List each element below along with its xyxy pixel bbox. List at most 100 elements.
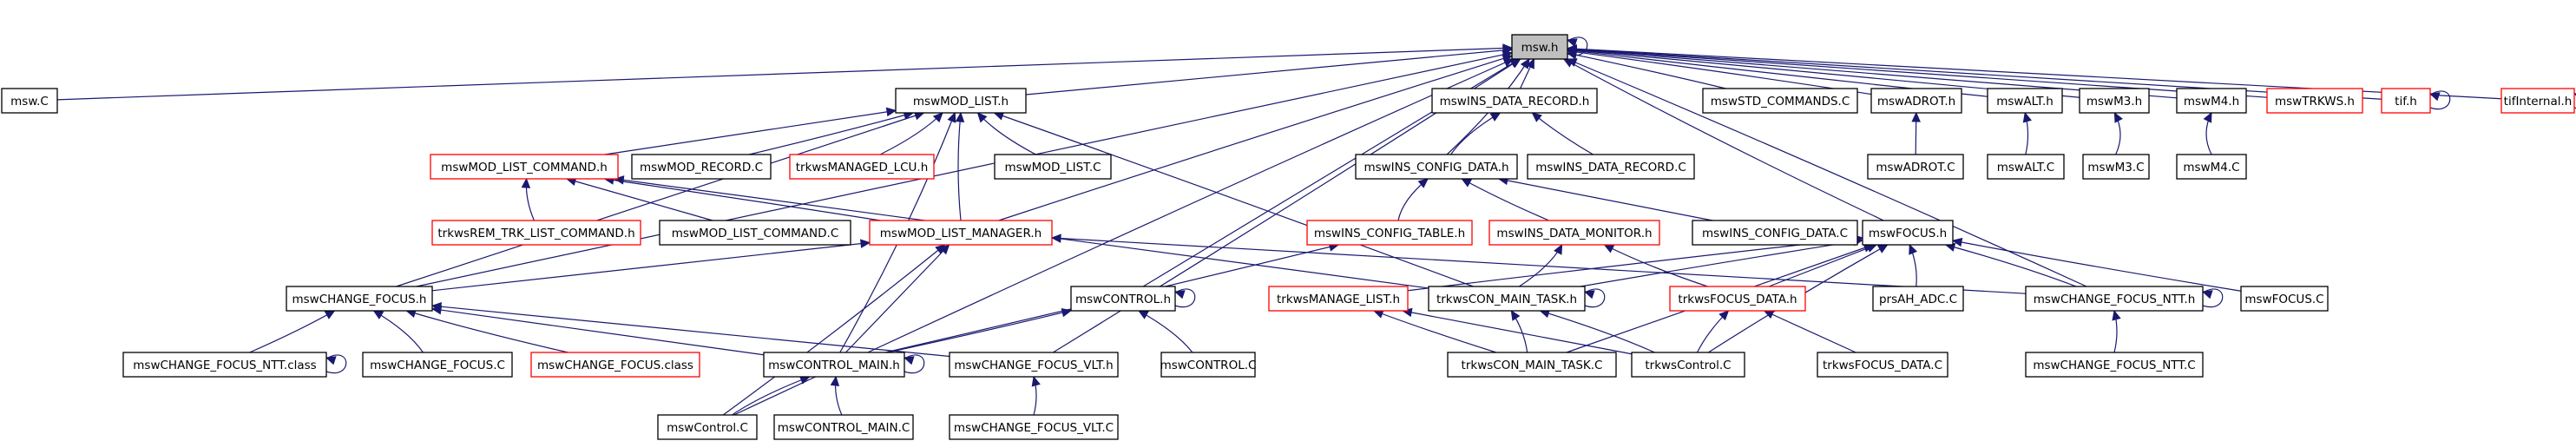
node-trkwsREM-TRK-LIST-COMMAND-h[interactable]: trkwsREM_TRK_LIST_COMMAND.h xyxy=(431,220,641,246)
node-mswADROT-C[interactable]: mswADROT.C xyxy=(1867,154,1964,180)
node-mswCONTROL-MAIN-h[interactable]: mswCONTROL_MAIN.h xyxy=(763,352,905,378)
node-box[interactable] xyxy=(895,88,1027,114)
node-mswCHANGE-FOCUS-NTT-h[interactable]: mswCHANGE_FOCUS_NTT.h xyxy=(2025,286,2204,312)
node-box[interactable] xyxy=(763,352,905,378)
node-trkwsFOCUS-DATA-C[interactable]: trkwsFOCUS_DATA.C xyxy=(1817,352,1948,378)
node-mswCONTROL-C[interactable]: mswCONTROL.C xyxy=(1160,352,1257,378)
node-box[interactable] xyxy=(1488,220,1660,246)
node-box[interactable] xyxy=(1987,154,2065,180)
node-box[interactable] xyxy=(1511,34,1568,60)
node-box[interactable] xyxy=(2025,352,2204,378)
node-mswCHANGE-FOCUS-VLT-C[interactable]: mswCHANGE_FOCUS_VLT.C xyxy=(949,414,1119,440)
node-box[interactable] xyxy=(1817,352,1948,378)
node-mswControl-C[interactable]: mswControl.C xyxy=(657,414,758,440)
node-box[interactable] xyxy=(1867,154,1964,180)
node-box[interactable] xyxy=(789,154,935,180)
node-box[interactable] xyxy=(1527,154,1695,180)
node-mswCHANGE-FOCUS-h[interactable]: mswCHANGE_FOCUS.h xyxy=(286,286,433,312)
node-box[interactable] xyxy=(1702,88,1858,114)
node-box[interactable] xyxy=(2176,88,2247,114)
node-mswFOCUS-C[interactable]: mswFOCUS.C xyxy=(2240,286,2329,312)
node-mswM4-C[interactable]: mswM4.C xyxy=(2176,154,2247,180)
node-box[interactable] xyxy=(1306,220,1473,246)
node-mswCHANGE-FOCUS-C[interactable]: mswCHANGE_FOCUS.C xyxy=(362,352,513,378)
node-box[interactable] xyxy=(1669,286,1806,312)
node-mswINS-CONFIG-DATA-C[interactable]: mswINS_CONFIG_DATA.C xyxy=(1692,220,1858,246)
node-box[interactable] xyxy=(2240,286,2329,312)
node-mswMOD-RECORD-C[interactable]: mswMOD_RECORD.C xyxy=(631,154,772,180)
node-box[interactable] xyxy=(2266,88,2363,114)
node-mswCONTROL-MAIN-C[interactable]: mswCONTROL_MAIN.C xyxy=(773,414,914,440)
node-mswMOD-LIST-h[interactable]: mswMOD_LIST.h xyxy=(895,88,1027,114)
node-box[interactable] xyxy=(657,414,758,440)
node-mswMOD-LIST-MANAGER-h[interactable]: mswMOD_LIST_MANAGER.h xyxy=(869,220,1053,246)
node-mswMOD-LIST-C[interactable]: mswMOD_LIST.C xyxy=(994,154,1112,180)
node-mswINS-DATA-RECORD-h[interactable]: mswINS_DATA_RECORD.h xyxy=(1431,88,1598,114)
node-tif-h[interactable]: tif.h xyxy=(2381,88,2431,114)
node-box[interactable] xyxy=(1987,88,2063,114)
node-msw-h[interactable]: msw.h xyxy=(1511,34,1568,60)
node-mswMOD-LIST-COMMAND-C[interactable]: mswMOD_LIST_COMMAND.C xyxy=(659,220,851,246)
node-trkwsMANAGED-LCU-h[interactable]: trkwsMANAGED_LCU.h xyxy=(789,154,935,180)
node-box[interactable] xyxy=(659,220,851,246)
node-box[interactable] xyxy=(1160,352,1256,378)
node-trkwsControl-C[interactable]: trkwsControl.C xyxy=(1631,352,1745,378)
node-trkwsMANAGE-LIST-h[interactable]: trkwsMANAGE_LIST.h xyxy=(1268,286,1409,312)
node-box[interactable] xyxy=(631,154,772,180)
node-mswM3-h[interactable]: mswM3.h xyxy=(2079,88,2150,114)
node-box[interactable] xyxy=(1431,88,1598,114)
node-box[interactable] xyxy=(431,220,641,246)
node-mswINS-CONFIG-TABLE-h[interactable]: mswINS_CONFIG_TABLE.h xyxy=(1306,220,1473,246)
node-box[interactable] xyxy=(773,414,914,440)
node-mswALT-C[interactable]: mswALT.C xyxy=(1987,154,2065,180)
node-box[interactable] xyxy=(1872,286,1964,312)
node-box[interactable] xyxy=(2176,154,2247,180)
node-mswCHANGE-FOCUS-NTT-class[interactable]: mswCHANGE_FOCUS_NTT.class xyxy=(122,352,327,378)
node-trkwsCON-MAIN-TASK-h[interactable]: trkwsCON_MAIN_TASK.h xyxy=(1428,286,1586,312)
node-mswCONTROL-h[interactable]: mswCONTROL.h xyxy=(1070,286,1176,312)
node-box[interactable] xyxy=(1355,154,1518,180)
node-box[interactable] xyxy=(869,220,1053,246)
node-box[interactable] xyxy=(1862,220,1954,246)
node-mswALT-h[interactable]: mswALT.h xyxy=(1987,88,2063,114)
node-box[interactable] xyxy=(1070,286,1176,312)
node-prsAH-ADC-C[interactable]: prsAH_ADC.C xyxy=(1872,286,1964,312)
node-mswTRKWS-h[interactable]: mswTRKWS.h xyxy=(2266,88,2363,114)
node-mswM3-C[interactable]: mswM3.C xyxy=(2082,154,2150,180)
node-box[interactable] xyxy=(2381,88,2431,114)
node-mswMOD-LIST-COMMAND-h[interactable]: mswMOD_LIST_COMMAND.h xyxy=(430,154,619,180)
node-mswFOCUS-h[interactable]: mswFOCUS.h xyxy=(1862,220,1954,246)
node-mswCHANGE-FOCUS-class[interactable]: mswCHANGE_FOCUS.class xyxy=(530,352,700,378)
node-box[interactable] xyxy=(1692,220,1858,246)
node-box[interactable] xyxy=(949,414,1119,440)
node-box[interactable] xyxy=(430,154,619,180)
node-box[interactable] xyxy=(994,154,1112,180)
node-trkwsCON-MAIN-TASK-C[interactable]: trkwsCON_MAIN_TASK.C xyxy=(1447,352,1617,378)
node-box[interactable] xyxy=(362,352,513,378)
node-box[interactable] xyxy=(2082,154,2150,180)
node-box[interactable] xyxy=(286,286,433,312)
node-tifInternal-h[interactable]: tifInternal.h xyxy=(2500,88,2575,114)
node-box[interactable] xyxy=(530,352,700,378)
node-box[interactable] xyxy=(1428,286,1586,312)
node-box[interactable] xyxy=(2079,88,2150,114)
node-mswADROT-h[interactable]: mswADROT.h xyxy=(1870,88,1962,114)
node-box[interactable] xyxy=(2025,286,2204,312)
node-box[interactable] xyxy=(2500,88,2575,114)
node-mswINS-DATA-RECORD-C[interactable]: mswINS_DATA_RECORD.C xyxy=(1527,154,1695,180)
node-mswSTD-COMMANDS-C[interactable]: mswSTD_COMMANDS.C xyxy=(1702,88,1858,114)
node-mswCHANGE-FOCUS-NTT-C[interactable]: mswCHANGE_FOCUS_NTT.C xyxy=(2025,352,2204,378)
node-mswM4-h[interactable]: mswM4.h xyxy=(2176,88,2247,114)
node-box[interactable] xyxy=(1870,88,1962,114)
node-mswINS-CONFIG-DATA-h[interactable]: mswINS_CONFIG_DATA.h xyxy=(1355,154,1518,180)
node-box[interactable] xyxy=(949,352,1119,378)
node-box[interactable] xyxy=(122,352,327,378)
node-mswINS-DATA-MONITOR-h[interactable]: mswINS_DATA_MONITOR.h xyxy=(1488,220,1660,246)
node-msw-C[interactable]: msw.C xyxy=(1,88,58,114)
node-box[interactable] xyxy=(1631,352,1745,378)
node-box[interactable] xyxy=(1447,352,1617,378)
node-mswCHANGE-FOCUS-VLT-h[interactable]: mswCHANGE_FOCUS_VLT.h xyxy=(949,352,1119,378)
node-box[interactable] xyxy=(1,88,58,114)
node-trkwsFOCUS-DATA-h[interactable]: trkwsFOCUS_DATA.h xyxy=(1669,286,1806,312)
node-box[interactable] xyxy=(1268,286,1409,312)
